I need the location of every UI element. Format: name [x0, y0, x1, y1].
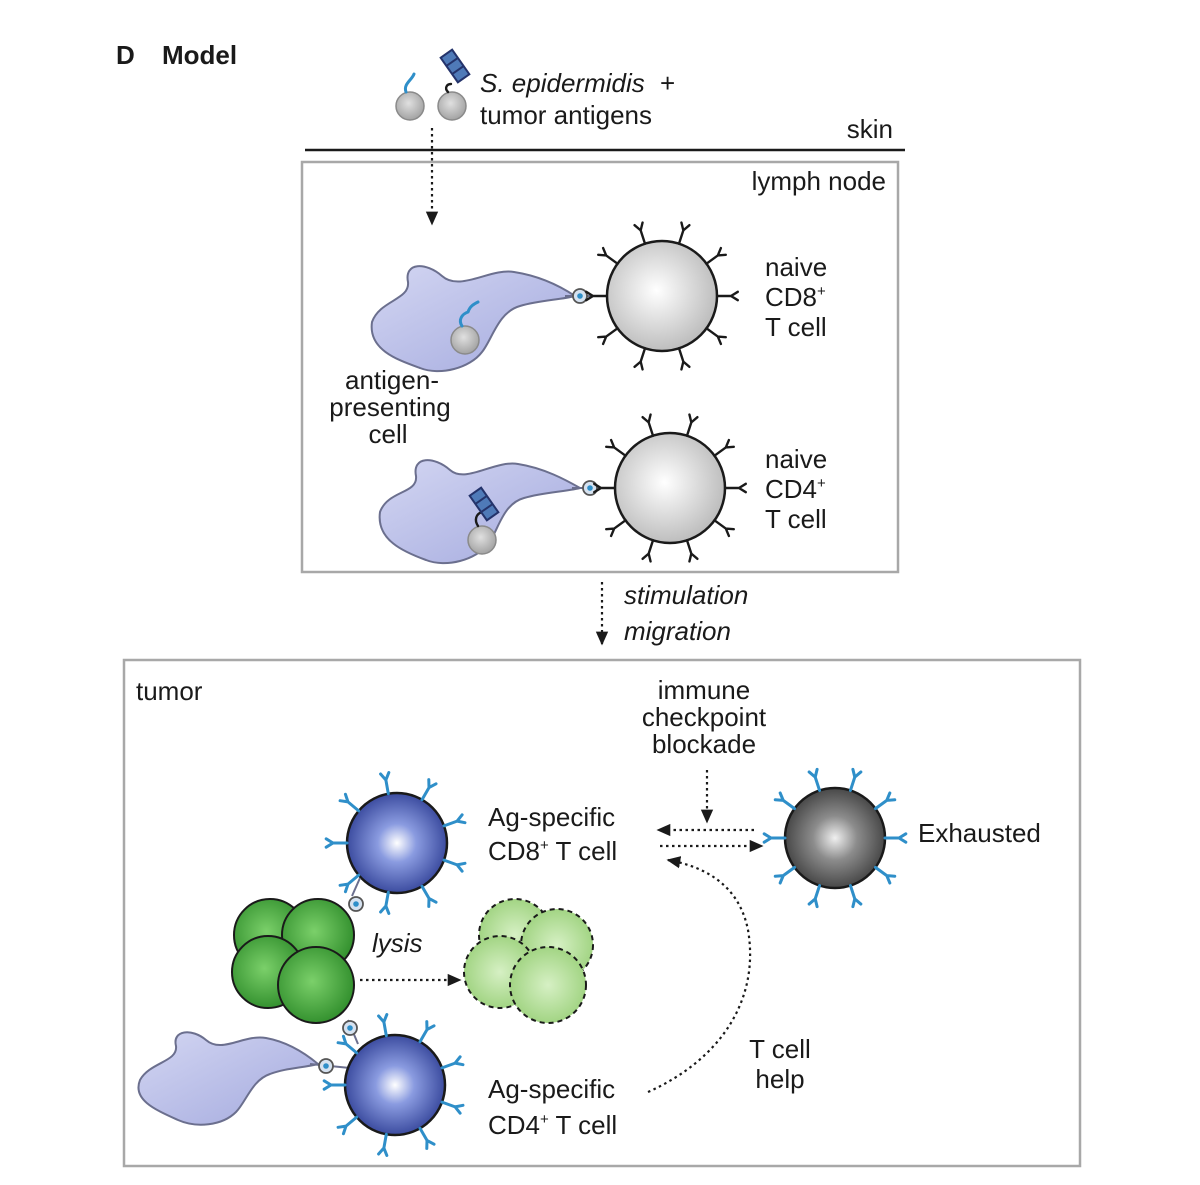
checkpoint-line2: checkpoint	[642, 702, 767, 732]
lysis-label: lysis	[372, 928, 423, 958]
apc-cell-tumor	[137, 1031, 321, 1126]
checkpoint-line3: blockade	[652, 729, 756, 759]
naive-cd8-line1: naive	[765, 252, 827, 282]
exhausted-label: Exhausted	[918, 818, 1041, 848]
synapse-apc-cd4	[309, 1058, 351, 1074]
receptor-icon	[713, 519, 735, 538]
receptor-icon	[605, 438, 627, 457]
receptor-icon	[440, 1100, 465, 1115]
receptor-icon	[677, 347, 691, 371]
receptor-icon	[324, 837, 349, 849]
receptor-icon	[377, 1013, 389, 1038]
ag-cd8-line1: Ag-specific	[488, 802, 615, 832]
apc-label-line2: presenting	[329, 392, 450, 422]
receptor-icon	[685, 539, 699, 563]
synapse-tumor-cd8	[348, 877, 364, 912]
receptor-icon	[597, 246, 619, 265]
receptor-icon	[377, 1132, 389, 1157]
receptor-icon	[773, 865, 797, 885]
receptor-icon	[336, 1115, 359, 1136]
naive-cd4-line3: T cell	[765, 504, 827, 534]
apc-label-line1: antigen-	[345, 365, 439, 395]
skin-label: skin	[847, 114, 893, 144]
ag-specific-cd4-t-cell	[322, 1013, 465, 1157]
receptor-icon	[379, 890, 391, 915]
receptor-icon	[641, 413, 655, 437]
antigen-label-line2: tumor antigens	[480, 100, 652, 130]
receptor-icon	[762, 832, 787, 844]
lymph-node-box	[300, 160, 900, 574]
naive-cd8-line3: T cell	[765, 312, 827, 342]
receptor-icon	[713, 438, 735, 457]
apc-cell-cd8	[370, 265, 578, 373]
receptor-icon	[641, 539, 655, 563]
naive-cd4-line2: CD4+	[765, 474, 826, 504]
receptor-icon	[883, 832, 908, 844]
receptor-icon	[873, 865, 897, 885]
receptor-icon	[705, 246, 727, 265]
tumor-label: tumor	[136, 676, 203, 706]
receptor-icon	[420, 884, 438, 908]
receptor-icon	[715, 290, 740, 302]
apc-label-line3: cell	[368, 419, 407, 449]
receptor-icon	[677, 221, 691, 245]
receptor-icon	[685, 413, 699, 437]
staph-bacterium-icon	[395, 72, 425, 121]
naive-cd8-line2: CD8+	[765, 282, 826, 312]
receptor-icon	[633, 347, 647, 371]
receptor-icon	[848, 767, 863, 792]
receptor-icon	[773, 791, 797, 811]
receptor-icon	[605, 519, 627, 538]
antigen-label-italic: S. epidermidis	[480, 68, 645, 98]
receptor-icon	[442, 858, 467, 873]
receptor-icon	[420, 778, 438, 802]
t-cell-help-line1: T cell	[749, 1034, 811, 1064]
ag-cd4-line2: CD4+ T cell	[488, 1110, 617, 1140]
migration-label: migration	[624, 616, 731, 646]
lymph-node-label: lymph node	[752, 166, 886, 196]
receptor-icon	[322, 1079, 347, 1091]
checkpoint-line1: immune	[658, 675, 750, 705]
receptor-icon	[873, 791, 897, 811]
receptor-icon	[807, 767, 822, 792]
t-cell-help-line2: help	[755, 1064, 804, 1094]
receptor-icon	[597, 327, 619, 346]
tumor-antigen-icon	[437, 48, 471, 121]
receptor-icon	[592, 482, 617, 494]
synapse-tumor-cd4	[342, 1019, 359, 1045]
receptor-icon	[440, 1055, 465, 1070]
ag-cd4-line1: Ag-specific	[488, 1074, 615, 1104]
receptor-icon	[584, 290, 609, 302]
tumor-box	[122, 658, 1082, 1168]
receptor-icon	[338, 792, 361, 813]
ag-cd8-line2: CD8+ T cell	[488, 836, 617, 866]
ag-specific-cd8-t-cell	[324, 771, 467, 915]
lysed-tumor-cell-cluster	[463, 898, 594, 1024]
receptor-icon	[633, 221, 647, 245]
receptor-icon	[418, 1126, 436, 1150]
receptor-icon	[379, 771, 391, 796]
stimulation-label: stimulation	[624, 580, 748, 610]
apc-cell-cd4	[378, 459, 583, 565]
naive-cd4-line1: naive	[765, 444, 827, 474]
panel-title: Model	[162, 40, 237, 70]
receptor-icon	[442, 813, 467, 828]
antigen-label-plus: +	[660, 68, 675, 98]
receptor-icon	[705, 327, 727, 346]
receptor-icon	[338, 873, 361, 894]
exhausted-t-cell	[762, 767, 908, 909]
panel-letter: D	[116, 40, 135, 70]
receptor-icon	[807, 884, 822, 909]
naive-cd8-t-cell	[584, 221, 740, 371]
receptor-icon	[336, 1034, 359, 1055]
t-cell-help-arrow	[647, 856, 752, 1094]
receptor-icon	[848, 884, 863, 909]
receptor-icon	[723, 482, 748, 494]
tumor-cell-cluster	[231, 898, 355, 1024]
naive-cd4-t-cell	[592, 413, 748, 563]
receptor-icon	[418, 1020, 436, 1044]
